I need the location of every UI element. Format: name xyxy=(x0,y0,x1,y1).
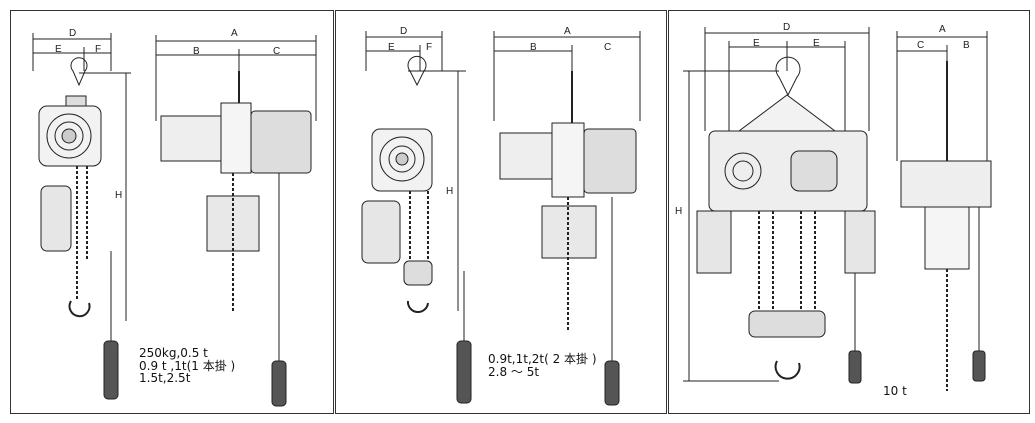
dim-label-B: B xyxy=(963,40,970,51)
dim-label-A: A xyxy=(939,24,946,35)
drawing-panel-double-fall: D E F A B C H 0.9t,1t,2t( 2 本掛 ) 2.8 ～ 5… xyxy=(335,10,667,414)
drawing-panel-10t: D E E A C B H 10 t xyxy=(668,10,1030,414)
drawing-panel-single-fall: D E F A B C H 250kg,0.5 t 0.9 t ,1t(1 本掛… xyxy=(10,10,334,414)
dim-label-H: H xyxy=(446,186,454,197)
dim-label-E-left: E xyxy=(753,38,760,49)
caption-line-2: 2.8 ～ 5t xyxy=(488,364,540,379)
dim-label-D: D xyxy=(783,22,791,33)
capacity-caption: 10 t xyxy=(883,385,907,398)
capacity-caption: 0.9t,1t,2t( 2 本掛 ) 2.8 ～ 5t xyxy=(488,353,597,378)
dim-label-D: D xyxy=(69,28,77,39)
capacity-caption: 250kg,0.5 t 0.9 t ,1t(1 本掛 ) 1.5t,2.5t xyxy=(139,347,235,385)
dim-label-A: A xyxy=(231,28,238,39)
dim-label-C: C xyxy=(604,42,612,53)
caption-line-1: 0.9t,1t,2t( 2 本掛 ) xyxy=(488,352,597,366)
dim-label-D: D xyxy=(400,26,408,37)
dim-label-B: B xyxy=(530,42,537,53)
dim-label-E: E xyxy=(388,42,395,53)
dim-label-H: H xyxy=(675,206,683,217)
dim-label-B: B xyxy=(193,46,200,57)
hoist-drawing-3 xyxy=(683,27,992,391)
dim-label-A: A xyxy=(564,26,571,37)
dim-label-H: H xyxy=(115,190,123,201)
caption-line-3: 1.5t,2.5t xyxy=(139,371,191,386)
hoist-drawing-2 xyxy=(361,31,641,406)
caption-line-1: 10 t xyxy=(883,384,907,398)
dim-label-F: F xyxy=(95,44,102,55)
caption-line-2: 0.9 t ,1t(1 本掛 ) xyxy=(139,358,236,373)
dim-label-E-right: E xyxy=(813,38,820,49)
hoist-drawing-1 xyxy=(32,33,317,407)
dim-label-F: F xyxy=(426,42,433,53)
dim-label-C: C xyxy=(273,46,281,57)
dim-label-E: E xyxy=(55,44,62,55)
caption-line-1: 250kg,0.5 t xyxy=(139,346,208,360)
dim-label-C: C xyxy=(917,40,925,51)
